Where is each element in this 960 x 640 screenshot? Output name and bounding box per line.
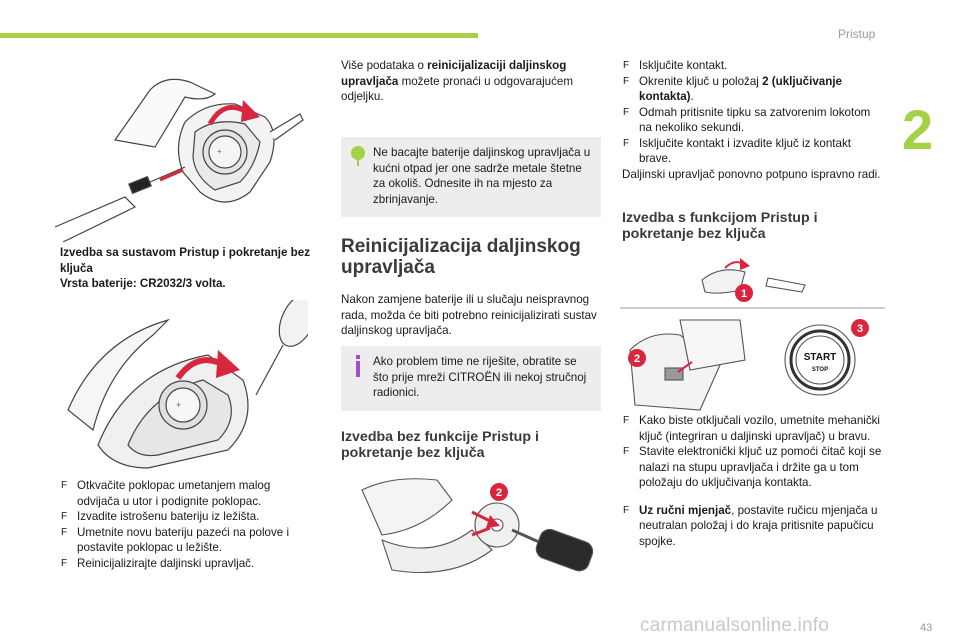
col3-steps-keyless: Kako biste otključali vozilo, umetnite m… — [622, 413, 884, 549]
stop-label: STOP — [812, 367, 828, 373]
watermark: carmanualsonline.info — [640, 615, 830, 636]
intro-text: Više podataka o — [341, 59, 428, 72]
environment-note: Ne bacajte baterije daljinskog upravljač… — [341, 137, 601, 217]
step-item: Kako biste otključali vozilo, umetnite m… — [622, 413, 884, 444]
fig-badge-3: 3 — [857, 323, 863, 335]
fig-badge-2: 2 — [634, 353, 640, 365]
step-text: Okrenite ključ u položaj — [639, 74, 763, 88]
heading-reinit: Reinicijalizacija daljinskog upravljača — [341, 236, 581, 278]
ignition-key-illustration: 2 — [361, 478, 594, 574]
info-note: Ako problem time ne riješite, obratite s… — [341, 346, 601, 411]
step-bold: Uz ručni mjenjač — [639, 503, 732, 517]
fig-badge-2: 2 — [496, 487, 502, 499]
intro-text-end: možete pronaći u odgovarajućem odjeljku. — [341, 74, 574, 104]
fig-badge-1: 1 — [741, 288, 747, 300]
heading-with-keyless: Izvedba s funkcijom Pristup i pokretanje… — [622, 210, 818, 242]
step-text: , postavite ručicu mjenjača u neutralan … — [639, 503, 878, 548]
step-item: Izvadite istrošenu bateriju iz ležišta. — [60, 509, 310, 525]
page-number: 43 — [920, 622, 933, 634]
caption-battery-type: Vrsta baterije: CR2032/3 volta. — [60, 277, 226, 290]
step-bold: 2 (uključivanje kontakta) — [639, 74, 842, 104]
step-item: Isključite kontakt. — [622, 58, 884, 74]
heading-without-keyless: Izvedba bez funkcije Pristup i pokretanj… — [341, 429, 539, 461]
start-label: START — [804, 352, 837, 363]
step-item: Stavite elektronički ključ uz pomoći čit… — [622, 444, 884, 491]
step-item: Isključite kontakt i izvadite ključ iz k… — [622, 136, 884, 167]
step-item: Otkvačite poklopac umetanjem malog odvij… — [60, 478, 310, 509]
step-item: Reinicijalizirajte daljinski upravljač. — [60, 556, 310, 572]
header-accent-bar — [0, 33, 478, 38]
caption-variant: Izvedba sa sustavom Pristup i pokretanje… — [60, 246, 310, 275]
key-battery-illustration-2: + — [67, 300, 308, 469]
step-text-end: . — [690, 90, 694, 103]
col3-steps: Isključite kontakt. Okrenite ključ u pol… — [622, 58, 884, 182]
section-title: Pristup — [838, 27, 876, 41]
chapter-number: 2 — [902, 98, 934, 161]
step-item: Odmah pritisnite tipku sa zatvorenim lok… — [622, 105, 884, 136]
step-item: Umetnite novu bateriju pazeći na polove … — [60, 525, 310, 556]
intro-bold: reinicijalizaciji daljinskog upravljača — [341, 59, 567, 88]
step-item: Okrenite ključ u položaj 2 (uključivanje… — [622, 74, 884, 105]
without-section: Izvedba bez funkcije Pristup i pokretanj… — [341, 429, 591, 461]
reinit-text: Nakon zamjene baterije ili u slučaju nei… — [341, 293, 597, 337]
tree-icon — [351, 146, 365, 166]
col2-intro: Više podataka o reinicijalizaciji daljin… — [341, 58, 603, 105]
caption-block: Izvedba sa sustavom Pristup i pokretanje… — [60, 245, 310, 292]
result-text: Daljinski upravljač ponovno potpuno ispr… — [622, 167, 881, 181]
info-note-text: Ako problem time ne riješite, obratite s… — [373, 355, 587, 399]
keyless-start-illustration: START STOP 1 2 3 — [620, 258, 885, 411]
key-battery-illustration-1: + — [55, 78, 304, 242]
info-icon — [356, 355, 360, 377]
reinit-section: Reinicijalizacija daljinskog upravljača … — [341, 236, 603, 339]
step-item: Uz ručni mjenjač, postavite ručicu mjenj… — [622, 503, 884, 550]
environment-note-text: Ne bacajte baterije daljinskog upravljač… — [373, 146, 591, 206]
svg-text:+: + — [217, 147, 222, 156]
with-section: Izvedba s funkcijom Pristup i pokretanje… — [622, 210, 872, 242]
svg-text:+: + — [176, 400, 181, 410]
col1-steps: Otkvačite poklopac umetanjem malog odvij… — [60, 478, 310, 571]
